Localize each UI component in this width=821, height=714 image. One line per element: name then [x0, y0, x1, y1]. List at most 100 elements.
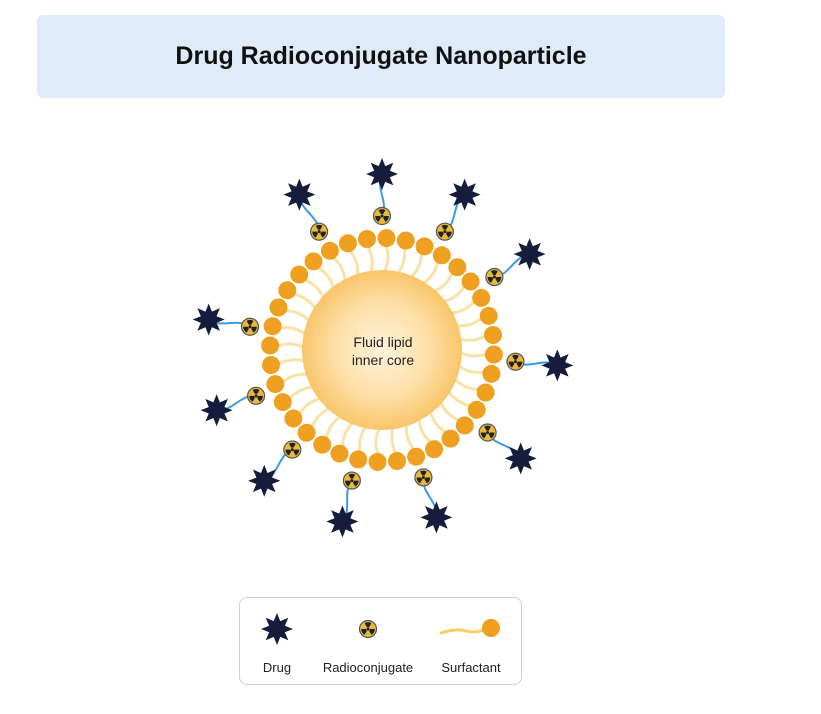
surfactant-tail — [277, 358, 305, 366]
surfactant-tail — [348, 249, 360, 276]
surfactant-head — [484, 345, 503, 364]
surfactant-tail — [397, 246, 407, 274]
surfactant-tail — [451, 300, 476, 315]
radioconjugate — [435, 222, 455, 241]
surfactant-tail — [404, 424, 416, 451]
surfactant-head — [266, 375, 285, 394]
surfactant-tail — [278, 325, 306, 335]
radiation-icon — [358, 619, 378, 639]
surfactant-tail — [439, 402, 461, 422]
surfactant-head — [396, 231, 415, 250]
drug-star — [261, 613, 293, 645]
surfactant-tail — [324, 416, 341, 440]
surfactant-tail — [423, 260, 440, 284]
surfactant-tail — [316, 266, 335, 289]
surfactant-tail — [357, 426, 367, 454]
surfactant-tail — [460, 351, 488, 358]
surfactant-head — [338, 234, 357, 253]
surfactant-head — [377, 229, 396, 248]
drug-star — [248, 464, 281, 497]
surfactant-tail — [374, 428, 381, 456]
legend-item-surfactant: Surfactant — [421, 598, 521, 686]
surfactant-head — [349, 450, 368, 469]
surfactant-head — [358, 230, 376, 248]
surfactant-head — [278, 281, 297, 300]
surfactant-tail — [459, 334, 487, 342]
surfactant-head — [425, 440, 444, 459]
surfactant-head — [388, 452, 406, 470]
radioconjugate — [283, 440, 302, 459]
drug-star — [541, 349, 574, 382]
drug-star — [513, 238, 546, 271]
surfactant-head — [284, 409, 303, 428]
radioconjugate — [246, 386, 266, 405]
surfactant-head — [290, 265, 309, 284]
radioconjugate — [358, 619, 378, 639]
surfactant-head — [479, 306, 498, 325]
surfactant-tail — [310, 407, 330, 429]
drug-star — [326, 505, 359, 538]
surfactant-head — [415, 237, 434, 256]
title-banner: Drug Radioconjugate Nanoparticle — [37, 15, 725, 98]
surfactant-tail — [456, 316, 483, 328]
drug-star — [504, 442, 537, 475]
drug-star — [420, 501, 453, 534]
surfactant-head — [304, 252, 323, 271]
surfactant-head — [263, 317, 282, 336]
surfactant-head — [472, 288, 491, 307]
surfactant-tail — [410, 252, 423, 278]
core-label-line-2: inner core — [352, 352, 414, 368]
radioconjugate — [414, 468, 433, 487]
surfactant-tail — [292, 292, 316, 309]
radioconjugate — [478, 423, 497, 442]
surfactant-head — [313, 435, 332, 454]
surfactant-head — [476, 383, 495, 402]
surfactant-tail — [434, 271, 454, 293]
surfactant-head — [482, 364, 501, 383]
drug-star — [283, 178, 316, 211]
surfactant-head — [467, 400, 486, 419]
surfactant-tails — [276, 244, 488, 456]
surfactant-head — [273, 393, 292, 412]
surfactant-tail — [284, 309, 310, 322]
surfactant-tail — [390, 427, 398, 455]
surfactant-head — [269, 298, 288, 317]
surfactant-heads — [261, 229, 503, 471]
surfactant-tail — [454, 378, 480, 391]
drug-star — [200, 394, 233, 427]
surfactant-tail — [332, 256, 347, 281]
radioconjugate — [309, 222, 329, 241]
surfactant-tail — [288, 385, 313, 400]
drug-conjugates — [192, 158, 574, 538]
surfactant-tail — [429, 411, 448, 434]
surfactant-tail — [298, 397, 321, 416]
legend-label-surfactant: Surfactant — [441, 660, 501, 675]
legend-label-radioconjugate: Radioconjugate — [322, 660, 414, 675]
radioconjugate — [372, 206, 392, 226]
surfactant-tail — [366, 245, 374, 273]
radioconjugate — [240, 317, 260, 336]
surfactant-tail — [443, 284, 466, 303]
drug-star — [448, 178, 481, 211]
radioconjugate — [506, 352, 525, 371]
surfactant-tail — [341, 422, 354, 448]
radioconjugate — [485, 267, 504, 287]
surfactant-tail — [448, 391, 472, 408]
lipid-icon — [439, 619, 500, 637]
star-icon — [261, 613, 293, 645]
surfactant-head — [448, 258, 467, 277]
legend-label-drug: Drug — [262, 660, 292, 675]
surfactant-head — [261, 336, 280, 355]
surfactant-tail — [281, 372, 308, 384]
surfactant-head — [484, 326, 502, 344]
surfactant-head — [330, 444, 349, 463]
surfactant-tail — [383, 244, 390, 272]
surfactant-head — [297, 423, 316, 442]
drug-star — [192, 303, 225, 336]
drug-star — [366, 158, 398, 190]
surfactant-head — [320, 241, 339, 260]
surfactant-tail — [303, 278, 325, 298]
surfactant-head — [368, 452, 387, 471]
core-label-line-1: Fluid lipid — [353, 334, 412, 350]
page-title: Drug Radioconjugate Nanoparticle — [175, 42, 587, 70]
